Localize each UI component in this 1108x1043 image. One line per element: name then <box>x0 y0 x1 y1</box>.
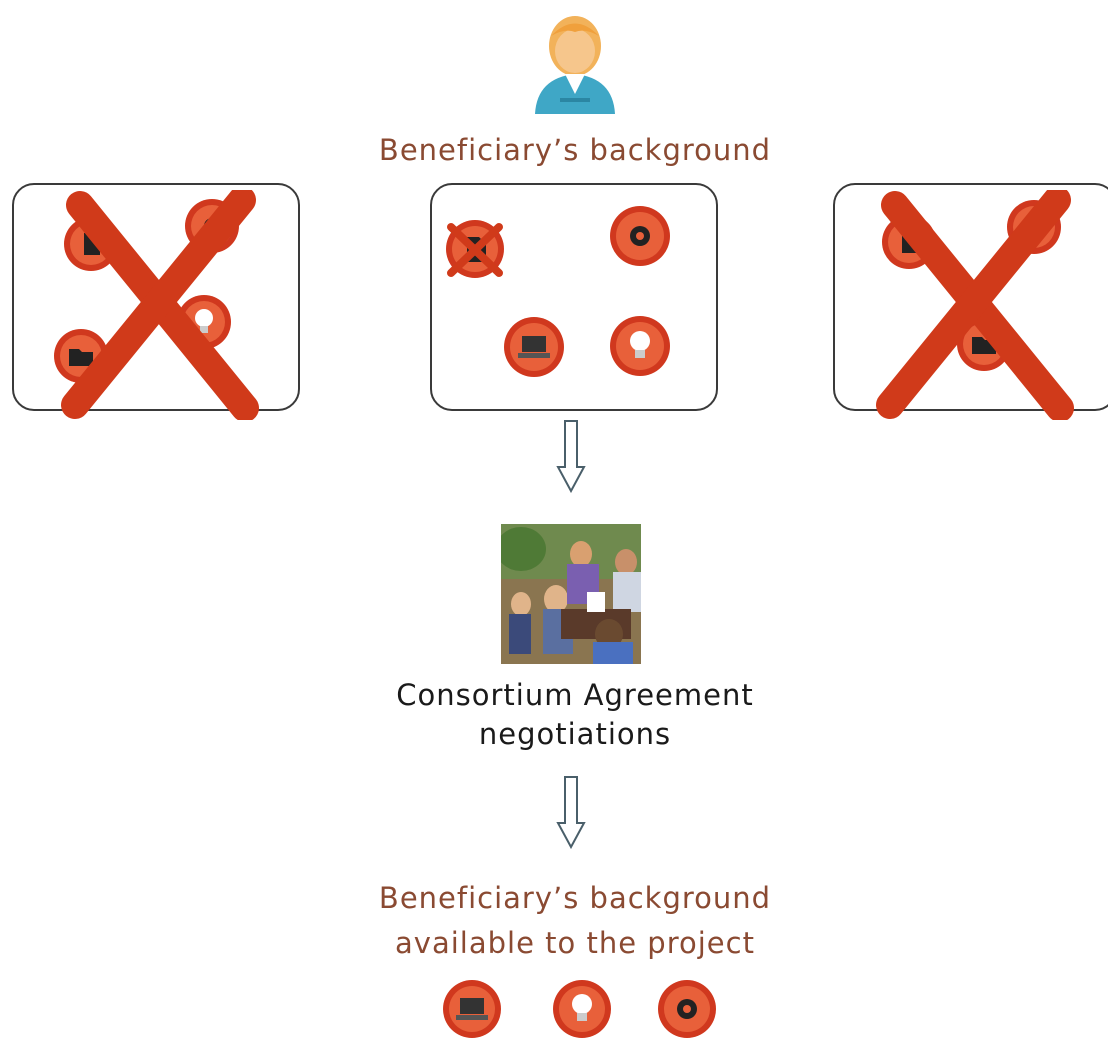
gear-icon <box>1007 200 1061 254</box>
meeting-photo-image <box>501 524 641 664</box>
bulb-icon <box>553 980 611 1038</box>
crossed-document-icon <box>446 220 504 278</box>
down-arrow-icon <box>556 420 586 493</box>
down-arrow-icon <box>556 776 586 849</box>
gear-icon <box>185 199 239 253</box>
folder-icon <box>54 329 108 383</box>
bottom-label-line1: Beneficiary’s background <box>378 881 772 915</box>
person-avatar-icon <box>535 16 615 114</box>
top-label: Beneficiary’s background <box>378 133 772 167</box>
bulb-icon <box>177 295 231 349</box>
negotiation-label-line2: negotiations <box>478 717 672 751</box>
background-box-right <box>833 183 1108 411</box>
document-icon <box>64 217 118 271</box>
gear-icon <box>610 206 670 266</box>
document-icon <box>882 215 936 269</box>
gear-icon <box>658 980 716 1038</box>
laptop-icon <box>443 980 501 1038</box>
negotiation-label: Consortium Agreement negotiations <box>330 676 820 754</box>
negotiation-label-line1: Consortium Agreement <box>396 678 754 712</box>
folder-icon <box>957 317 1011 371</box>
bottom-label: Beneficiary’s background available to th… <box>330 876 820 966</box>
laptop-icon <box>504 317 564 377</box>
bottom-label-line2: available to the project <box>395 926 755 960</box>
bulb-icon <box>610 316 670 376</box>
